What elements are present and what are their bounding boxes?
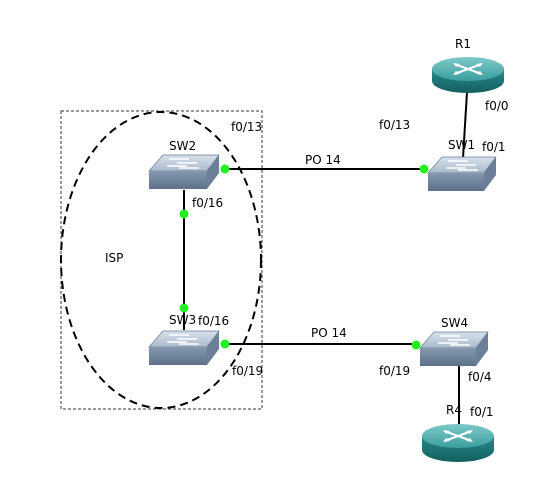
port-label-sw4-f04: f0/4	[468, 370, 492, 384]
switch-sw1-icon[interactable]	[427, 156, 497, 191]
switch-sw1-label: SW1	[448, 138, 476, 152]
port-label-sw3-f016: f0/16	[198, 314, 230, 328]
router-r1-label: R1	[455, 37, 471, 51]
port-label-r1-f00: f0/0	[485, 99, 509, 113]
switch-sw4-icon[interactable]	[419, 331, 489, 366]
link-status-dot	[220, 339, 230, 349]
port-label-sw2-f013: f0/13	[231, 120, 263, 134]
switch-sw2-icon[interactable]	[148, 154, 220, 189]
port-label-sw4-f019: f0/19	[379, 364, 411, 378]
switch-sw3-icon[interactable]	[148, 330, 220, 365]
router-r4-icon[interactable]	[422, 424, 494, 462]
link-label-po-bottom: PO 14	[311, 326, 347, 340]
router-r4-label: R4	[446, 403, 462, 417]
port-label-sw3-f019: f0/19	[232, 364, 264, 378]
router-r1-icon[interactable]	[432, 57, 504, 93]
port-label-sw1-f013: f0/13	[379, 118, 411, 132]
switch-sw2-label: SW2	[169, 139, 197, 153]
switch-sw3-label: SW3	[169, 313, 197, 327]
port-label-sw2-f016: f0/16	[192, 196, 224, 210]
link-status-dot	[411, 340, 421, 350]
link-label-po-top: PO 14	[305, 153, 341, 167]
link-status-dot	[179, 303, 189, 313]
isp-zone-label: ISP	[105, 251, 124, 265]
link-r1-sw1[interactable]	[462, 91, 468, 159]
isp-zone-ellipse	[60, 111, 262, 409]
switch-sw4-label: SW4	[441, 316, 469, 330]
link-status-dot	[220, 164, 230, 174]
link-status-dot	[179, 209, 189, 219]
port-label-r4-f01: f0/1	[470, 405, 494, 419]
port-label-sw1-f01: f0/1	[482, 140, 506, 154]
link-status-dot	[419, 164, 429, 174]
